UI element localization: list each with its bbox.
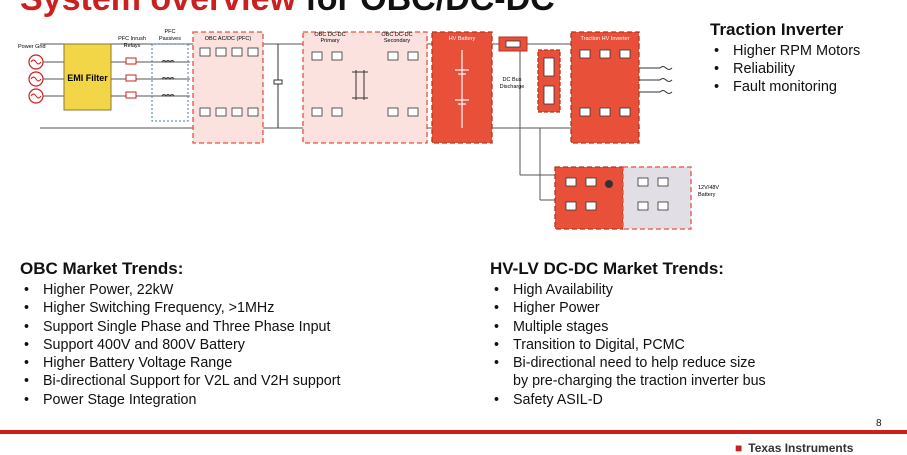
list-item: Higher Switching Frequency, >1MHz <box>20 299 450 318</box>
slide-title-rest: for OBC/DC-DC <box>296 0 554 18</box>
lv-battery-label-1: 12V/48V <box>698 185 719 191</box>
dc-bus-discharge-label-1: DC Bus <box>503 77 522 83</box>
footer-rule <box>0 430 907 434</box>
hvlv-dcdc-primary-block <box>554 166 624 230</box>
dc-bus-discharge-label-2: Discharge <box>500 84 525 90</box>
hvlv-dcdc-secondary-block <box>622 166 692 230</box>
hvlv-trends-list: High Availability Higher Power Multiple … <box>490 281 890 409</box>
pfc-passives-box <box>151 43 189 122</box>
hv-battery-label: HV Battery <box>449 36 476 42</box>
traction-inverter-list: Higher RPM Motors Reliability Fault moni… <box>710 42 860 96</box>
system-block-diagram: Power Grid EMI Filter PFC Inrush Relays … <box>18 29 719 230</box>
obc-dcdc-primary-label-2: Primary <box>321 38 340 44</box>
obc-trends-title: OBC Market Trends: <box>20 259 184 278</box>
list-item: Safety ASIL-D <box>490 391 890 410</box>
lv-battery-label-2: Battery <box>698 192 716 198</box>
hvlv-trends-panel: HV-LV DC-DC Market Trends: High Availabi… <box>490 259 890 409</box>
list-item: Fault monitoring <box>710 78 860 96</box>
dc-bus-discharge-block <box>537 49 561 113</box>
pfc-passives-label-1: PFC <box>165 29 176 35</box>
slide-title-highlight: System overview <box>20 0 296 18</box>
list-item: Bi-directional Support for V2L and V2H s… <box>20 372 450 391</box>
slide-title: System overview for OBC/DC-DC <box>20 0 555 19</box>
obc-dcdc-block <box>302 31 428 144</box>
list-item: Higher Power <box>490 299 890 318</box>
pfc-inrush-label-2: Relays <box>124 43 141 49</box>
traction-inverter-title: Traction Inverter <box>710 20 844 39</box>
emi-filter-label: EMI Filter <box>67 73 108 83</box>
list-item: Power Stage Integration <box>20 391 450 410</box>
list-item: Bi-directional need to help reduce size <box>490 354 890 373</box>
traction-hv-inverter-label: Traction HV Inverter <box>580 36 629 42</box>
emi-filter-block <box>63 43 112 111</box>
list-item: Support 400V and 800V Battery <box>20 336 450 355</box>
traction-inverter-panel: Traction Inverter Higher RPM Motors Reli… <box>710 20 860 96</box>
traction-hv-inverter-block <box>570 31 640 144</box>
list-item: Higher Power, 22kW <box>20 281 450 300</box>
pfc-passives-label-2: Passives <box>159 36 181 42</box>
page-number: 8 <box>876 418 882 429</box>
ti-logo-icon: ■ <box>735 441 743 455</box>
list-item-continuation: by pre-charging the traction inverter bu… <box>513 373 766 390</box>
obc-acdc-label: OBC AC/DC (PFC) <box>205 36 252 42</box>
list-item: Reliability <box>710 60 860 78</box>
obc-dcdc-secondary-label-2: Secondary <box>384 38 411 44</box>
list-item: Higher RPM Motors <box>710 42 860 60</box>
list-item: Transition to Digital, PCMC <box>490 336 890 355</box>
hvlv-trends-title: HV-LV DC-DC Market Trends: <box>490 259 724 278</box>
ti-logo: ■ Texas Instruments <box>735 441 853 455</box>
pfc-inrush-label-1: PFC Inrush <box>118 36 146 42</box>
obc-trends-panel: OBC Market Trends: Higher Power, 22kW Hi… <box>20 259 450 409</box>
obc-dcdc-secondary-label-1: OBC DC-DC <box>381 32 412 38</box>
list-item: High Availability <box>490 281 890 300</box>
obc-dcdc-primary-label-1: OBC DC-DC <box>314 32 345 38</box>
obc-trends-list: Higher Power, 22kW Higher Switching Freq… <box>20 281 450 409</box>
list-item: Multiple stages <box>490 318 890 337</box>
ti-logo-text: Texas Instruments <box>748 441 854 455</box>
list-item: Higher Battery Voltage Range <box>20 354 450 373</box>
power-grid-label: Power Grid <box>18 44 46 50</box>
list-item: Support Single Phase and Three Phase Inp… <box>20 318 450 337</box>
